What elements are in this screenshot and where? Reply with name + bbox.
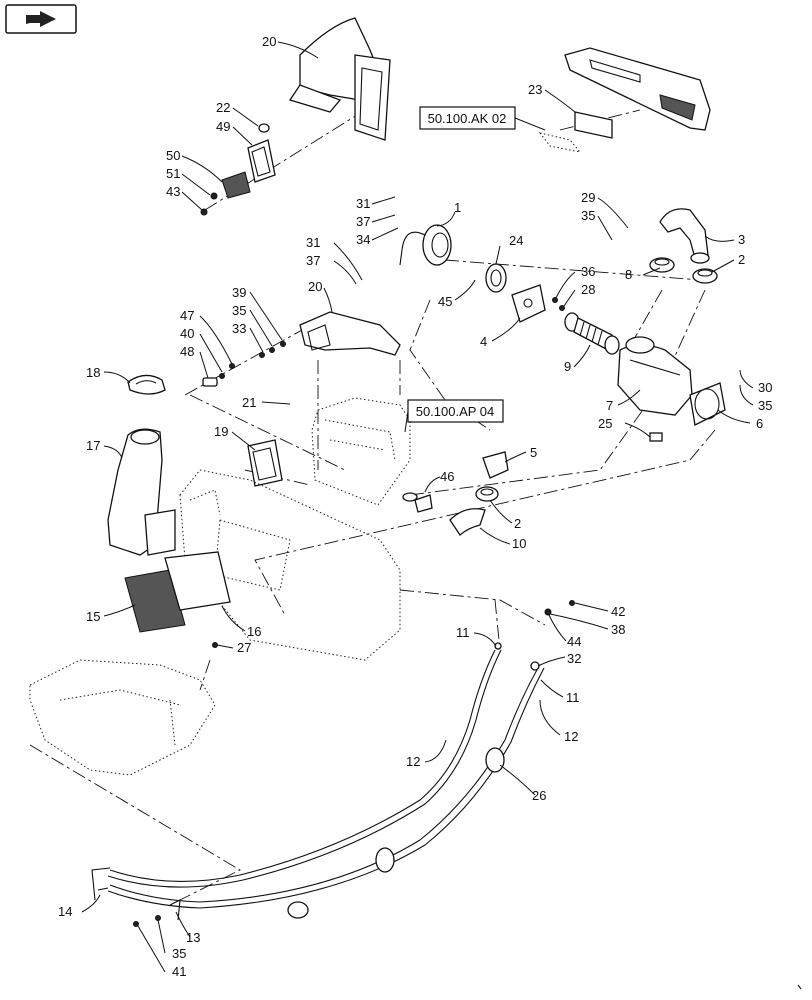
callout-26: 26 <box>532 788 546 803</box>
svg-text:50.100.AP 04: 50.100.AP 04 <box>416 404 495 419</box>
callout-46: 46 <box>440 469 454 484</box>
callout-32: 32 <box>567 651 581 666</box>
callout-25: 25 <box>598 416 612 431</box>
callout-39: 39 <box>232 285 246 300</box>
callout-42: 42 <box>611 604 625 619</box>
mount-bracket[interactable] <box>511 284 546 323</box>
callout-1: 1 <box>454 200 461 215</box>
callout-29: 29 <box>581 190 595 205</box>
inlet-hose-clamp[interactable] <box>399 224 452 266</box>
callout-8: 8 <box>625 267 632 282</box>
callout-24: 24 <box>509 233 523 248</box>
callout-50: 50 <box>166 148 180 163</box>
callout-16: 16 <box>247 624 261 639</box>
fittings-right[interactable] <box>212 600 575 671</box>
gasket-ring[interactable] <box>127 374 166 395</box>
callout-35: 35 <box>581 208 595 223</box>
callout-19: 19 <box>214 424 228 439</box>
callout-labels: 20 22 49 50 51 43 23 31 37 34 1 24 29 35… <box>58 34 772 979</box>
fasteners-left[interactable] <box>202 341 286 387</box>
callout-21: 21 <box>242 395 256 410</box>
callout-48: 48 <box>180 344 194 359</box>
callout-23: 23 <box>528 82 542 97</box>
callout-49: 49 <box>216 119 230 134</box>
callout-11: 11 <box>456 625 470 640</box>
duct-lower[interactable] <box>299 311 401 356</box>
callout-11: 11 <box>566 690 580 705</box>
callout-31: 31 <box>306 235 320 250</box>
callout-38: 38 <box>611 622 625 637</box>
plenum-box-ref <box>311 397 411 506</box>
svg-text:50.100.AK 02: 50.100.AK 02 <box>428 111 507 126</box>
callout-10: 10 <box>512 536 526 551</box>
callout-51: 51 <box>166 166 180 181</box>
callout-2: 2 <box>514 516 521 531</box>
callout-17: 17 <box>86 438 100 453</box>
callout-13: 13 <box>186 930 200 945</box>
callout-15: 15 <box>86 609 100 624</box>
callout-35: 35 <box>172 946 186 961</box>
callout-2: 2 <box>738 252 745 267</box>
mounting-band[interactable] <box>689 382 726 426</box>
outlet-elbow[interactable] <box>659 208 710 264</box>
cabin-filter[interactable] <box>124 551 231 633</box>
callout-43: 43 <box>166 184 180 199</box>
callout-20: 20 <box>262 34 276 49</box>
callout-37: 37 <box>356 214 370 229</box>
elbow-assembly[interactable] <box>402 451 509 536</box>
callout-36: 36 <box>581 264 595 279</box>
filter-frame[interactable] <box>247 439 283 487</box>
callout-12: 12 <box>406 754 420 769</box>
callout-9: 9 <box>564 359 571 374</box>
callout-47: 47 <box>180 308 194 323</box>
callout-22: 22 <box>216 100 230 115</box>
pre-cleaner-housing[interactable] <box>538 47 711 153</box>
callout-18: 18 <box>86 365 100 380</box>
corner-mark-icon <box>797 984 802 990</box>
callout-5: 5 <box>530 445 537 460</box>
callout-35: 35 <box>758 398 772 413</box>
gasket-frame[interactable] <box>247 123 276 183</box>
callout-40: 40 <box>180 326 194 341</box>
hose-clamps-upper[interactable] <box>649 257 718 284</box>
callout-28: 28 <box>581 282 595 297</box>
callout-20: 20 <box>308 279 322 294</box>
callout-3: 3 <box>738 232 745 247</box>
callout-41: 41 <box>172 964 186 979</box>
callout-34: 34 <box>356 232 370 247</box>
callout-45: 45 <box>438 294 452 309</box>
bellows-hose[interactable] <box>564 312 620 355</box>
callout-31: 31 <box>356 196 370 211</box>
duct-upper[interactable] <box>288 17 391 141</box>
callout-33: 33 <box>232 321 246 336</box>
vertical-duct[interactable] <box>107 428 176 556</box>
callout-14: 14 <box>58 904 72 919</box>
reference-box-ak02[interactable]: 50.100.AK 02 <box>419 106 546 131</box>
callout-12: 12 <box>564 729 578 744</box>
callout-35: 35 <box>232 303 246 318</box>
callout-37: 37 <box>306 253 320 268</box>
callout-30: 30 <box>758 380 772 395</box>
callout-6: 6 <box>756 416 763 431</box>
fasteners-mid[interactable] <box>552 297 565 311</box>
drain-hoses[interactable] <box>91 649 545 909</box>
chassis-frame <box>29 659 216 776</box>
seal-ring[interactable] <box>485 263 507 293</box>
back-arrow-icon[interactable] <box>5 4 77 34</box>
leader-lines <box>81 41 754 973</box>
filter-small[interactable] <box>200 171 251 216</box>
hose-clips[interactable] <box>133 747 505 927</box>
callout-7: 7 <box>606 398 613 413</box>
callout-4: 4 <box>480 334 487 349</box>
reference-box-ap04[interactable]: 50.100.AP 04 <box>404 399 504 433</box>
callout-44: 44 <box>567 634 581 649</box>
air-cleaner-body[interactable] <box>617 336 693 442</box>
callout-27: 27 <box>237 640 251 655</box>
